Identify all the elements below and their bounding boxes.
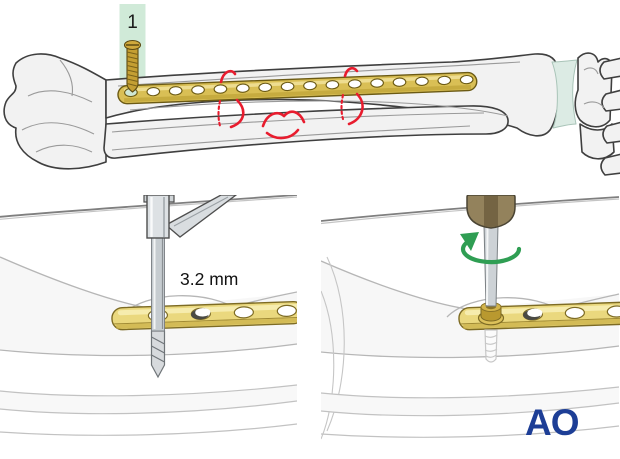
ulna-fracture-wedge bbox=[282, 110, 306, 124]
drill-diameter-label: 3.2 mm bbox=[180, 269, 238, 289]
soft-tissue-line bbox=[0, 195, 297, 220]
ao-logo: AO bbox=[525, 402, 579, 443]
plate-top-highlight bbox=[123, 75, 471, 92]
plate-hole-shadow bbox=[191, 308, 211, 320]
bone-detail-lines bbox=[21, 59, 605, 153]
faint-ulna bbox=[321, 386, 620, 438]
metacarpal-bone bbox=[600, 153, 620, 176]
ulna-bone bbox=[103, 105, 509, 159]
radius-fracture-distal-upper bbox=[343, 66, 359, 78]
drilling-step-panel: 3.2 mm bbox=[0, 195, 297, 436]
radius-plate bbox=[117, 71, 478, 105]
forearm-bones bbox=[3, 52, 620, 176]
radius-fracture-distal-hidden bbox=[340, 93, 345, 121]
plate-top-highlight bbox=[464, 304, 620, 316]
ulna-fracture-wedge bbox=[261, 112, 286, 128]
screw-insertion-step-panel: AO bbox=[321, 195, 620, 443]
radius-fracture-distal-lower bbox=[347, 92, 364, 126]
step-number: 1 bbox=[127, 12, 138, 33]
plate-front-shade bbox=[463, 318, 620, 329]
forearm-overview-illustration: 1 bbox=[3, 4, 620, 176]
drill-guide bbox=[143, 195, 238, 239]
screw-icon bbox=[123, 39, 142, 93]
radius-fracture-proximal-lower bbox=[229, 98, 245, 129]
drill-guide-arm bbox=[164, 195, 238, 238]
metacarpal-bone bbox=[602, 121, 620, 144]
rotation-arrow-icon bbox=[460, 232, 522, 265]
screw-thread-in-bone bbox=[484, 329, 498, 363]
screwdriver bbox=[466, 195, 516, 307]
metacarpal-bone bbox=[599, 57, 620, 80]
radius-fracture-proximal-upper bbox=[219, 69, 237, 84]
plate-bottom-shade bbox=[124, 84, 472, 103]
wrist-cartilage bbox=[551, 59, 578, 129]
drill-bit bbox=[150, 236, 166, 379]
radius-fracture-proximal-hidden bbox=[217, 99, 222, 128]
ulna-fracture-wedge bbox=[265, 128, 300, 140]
plate-bevel-line bbox=[114, 316, 297, 325]
plate-hole-shadow bbox=[523, 308, 543, 320]
faint-ulna bbox=[0, 384, 297, 436]
plate-holes bbox=[124, 74, 474, 98]
proximal-ulna-radius bbox=[3, 53, 107, 170]
fracture-lines bbox=[217, 66, 364, 140]
